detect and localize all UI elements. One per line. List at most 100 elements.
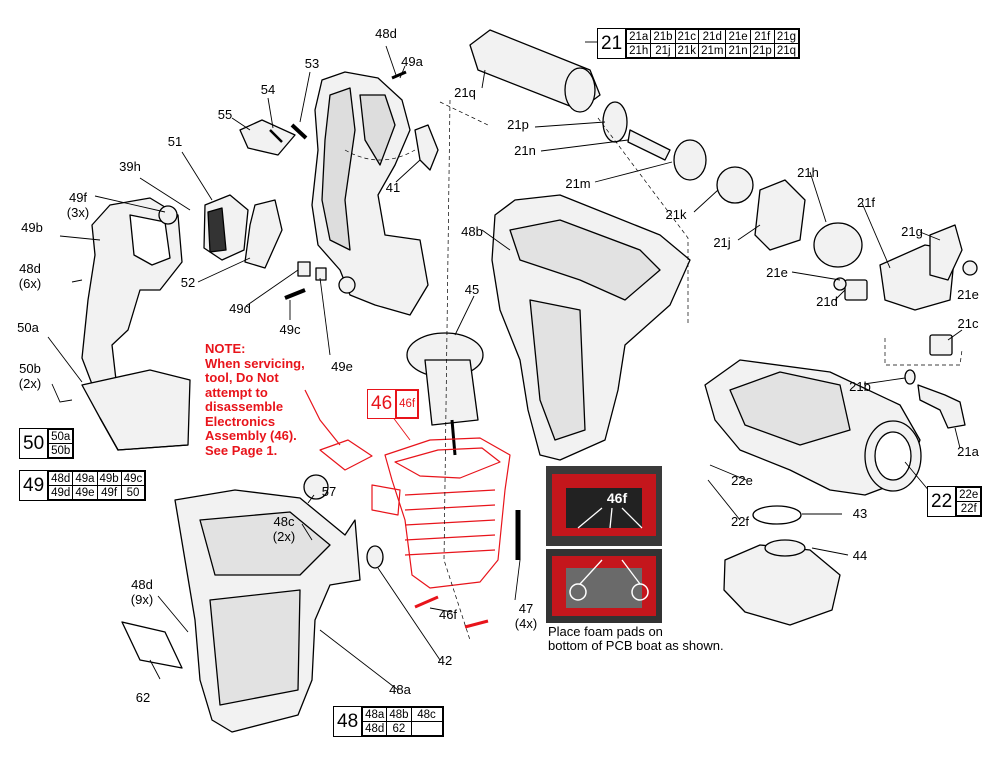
callout-48d-top: 48d xyxy=(375,26,397,41)
bolt-21a xyxy=(917,384,966,429)
bellows-21m xyxy=(673,139,707,181)
callout-42: 42 xyxy=(437,653,453,668)
callout-46f: 46f xyxy=(438,607,458,622)
kit-cell: 21j xyxy=(650,43,676,58)
motor-base-44 xyxy=(723,544,841,626)
service-note: NOTE: When servicing, tool, Do Not attem… xyxy=(205,341,305,458)
kit-cell: 22f xyxy=(956,501,982,516)
bracket-55 xyxy=(239,119,296,156)
shaft-21n xyxy=(627,129,671,161)
electronics-46 xyxy=(384,437,511,589)
kit-table-49: 49 48d 49a 49b 49c 49d 49e 49f 50 xyxy=(19,470,147,501)
label-62 xyxy=(121,621,183,669)
callout-49c: 49c xyxy=(279,322,301,337)
kit-cell: 48a xyxy=(362,707,388,722)
callout-21d: 21d xyxy=(816,294,838,309)
pcb-photos xyxy=(546,466,662,623)
clip-41 xyxy=(414,124,439,171)
kit-cell: 49e xyxy=(72,485,98,500)
callout-50b: 50b xyxy=(19,361,41,376)
kit-cell: 21g xyxy=(773,29,800,44)
bushing-21k xyxy=(716,166,754,204)
kit-cell: 21a xyxy=(626,29,652,44)
callout-21k: 21k xyxy=(665,207,687,222)
cover-50a xyxy=(81,369,191,451)
callout-21q: 21q xyxy=(454,85,476,100)
kit-cell: 21m xyxy=(698,43,727,58)
kit-cell: 48b xyxy=(386,707,412,722)
callout-21n: 21n xyxy=(514,143,536,158)
kit-number: 22 xyxy=(928,487,957,516)
kit-cells: 50a 50b xyxy=(48,429,74,458)
callout-52: 52 xyxy=(180,275,196,290)
kit-cells: 22e 22f xyxy=(956,487,982,516)
callout-21p: 21p xyxy=(507,117,529,132)
washer-42 xyxy=(366,545,384,569)
callout-49f-qty: (3x) xyxy=(66,205,90,220)
callout-62: 62 xyxy=(135,690,151,705)
callout-21b: 21b xyxy=(849,379,871,394)
part-49d xyxy=(297,261,311,277)
kit-cell: 49f xyxy=(96,485,122,500)
callout-48a: 48a xyxy=(389,682,411,697)
callout-39h: 39h xyxy=(119,159,141,174)
spring-54 xyxy=(269,129,283,143)
callout-21a: 21a xyxy=(957,444,979,459)
kit-cell: 21d xyxy=(698,29,727,44)
kit-cell: 50a xyxy=(48,429,74,444)
kit-cells: 46f xyxy=(396,390,419,418)
kit-cell: 21n xyxy=(725,43,751,58)
kit-number: 46 xyxy=(368,390,397,418)
kit-cells: 48d 49a 49b 49c 49d 49e 49f 50 xyxy=(48,471,146,500)
callout-21h: 21h xyxy=(797,165,819,180)
kit-cell: 21q xyxy=(773,43,800,58)
kit-cell: 21h xyxy=(626,43,652,58)
callout-49b: 49b xyxy=(21,220,43,235)
kit-table-21: 21 21a 21b 21c 21d 21e 21f 21g 21h 21j 2… xyxy=(597,28,800,59)
kit-cell: 21c xyxy=(674,29,700,44)
o-ring-43 xyxy=(752,505,802,525)
kit-cell: 48c xyxy=(410,707,443,722)
callout-49d: 49d xyxy=(229,301,251,316)
kit-cell: 49a xyxy=(72,471,98,486)
callout-49e: 49e xyxy=(331,359,353,374)
kit-number: 49 xyxy=(20,471,49,500)
callout-44: 44 xyxy=(852,548,868,563)
callout-21e-a: 21e xyxy=(766,265,788,280)
kit-cell: 46f xyxy=(396,390,419,418)
kit-cell: 49c xyxy=(120,471,146,486)
kit-cell: 62 xyxy=(386,721,412,736)
callout-51: 51 xyxy=(167,134,183,149)
callout-53: 53 xyxy=(304,56,320,71)
callout-50a: 50a xyxy=(17,320,39,335)
kit-table-22: 22 22e 22f xyxy=(927,486,983,517)
lever-21g xyxy=(929,224,963,281)
kit-table-50: 50 50a 50b xyxy=(19,428,75,459)
kit-number: 50 xyxy=(20,429,49,458)
callout-48b: 48b xyxy=(461,224,483,239)
washer-21b xyxy=(904,369,916,385)
callout-47-qty: (4x) xyxy=(514,616,538,631)
kit-number: 48 xyxy=(334,707,363,736)
callout-48c: 48c xyxy=(273,514,295,529)
kit-cell: 21f xyxy=(749,29,775,44)
kit-cell: 48d xyxy=(362,721,388,736)
callout-41: 41 xyxy=(385,180,401,195)
kit-cell: 22e xyxy=(956,487,982,502)
kit-cell: 49b xyxy=(96,471,122,486)
band-21h xyxy=(813,222,863,268)
callout-43: 43 xyxy=(852,506,868,521)
pad-21c xyxy=(929,334,953,356)
callout-21g: 21g xyxy=(901,224,923,239)
kit-table-46: 46 46f xyxy=(367,389,420,419)
callout-55: 55 xyxy=(217,107,233,122)
callout-49f: 49f xyxy=(68,190,88,205)
pin-49c xyxy=(284,288,306,300)
kit-cells: 48a 48b 48c 48d 62 xyxy=(362,707,443,736)
photo-label-46f: 46f xyxy=(606,490,628,506)
part-49e xyxy=(315,267,327,281)
kit-cell: 50b xyxy=(48,443,74,458)
trigger-52 xyxy=(244,199,283,269)
